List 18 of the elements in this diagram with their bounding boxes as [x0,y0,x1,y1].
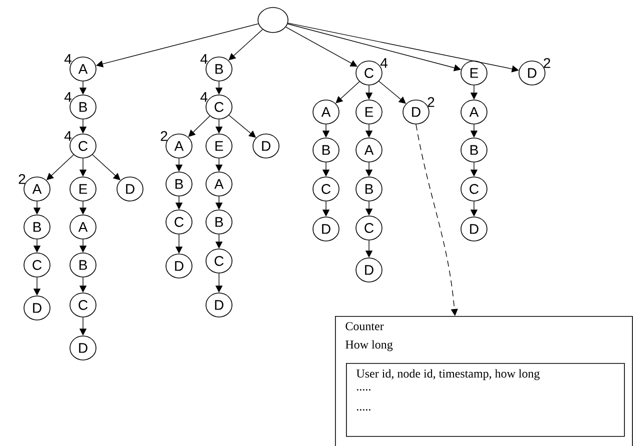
count-number: 2 [160,131,168,141]
count-number: 4 [64,54,72,64]
root-circle [258,7,288,33]
arrow [336,81,360,104]
count-number: 4 [200,54,208,64]
dashed-arrow [416,124,458,316]
count-number: 4 [64,92,72,102]
count-number: 2 [428,97,434,107]
record-box: User id, node id, timestamp, how long ..... ..... [346,363,625,437]
count-number: 4 [380,58,388,68]
count-number: 4 [64,131,72,141]
count-number: 2 [544,58,550,68]
arrow [286,26,358,67]
count-number: 2 [18,174,26,184]
arrow [228,29,263,60]
count-number: 4 [200,92,208,102]
arrow [188,116,210,137]
arrow [92,154,120,180]
